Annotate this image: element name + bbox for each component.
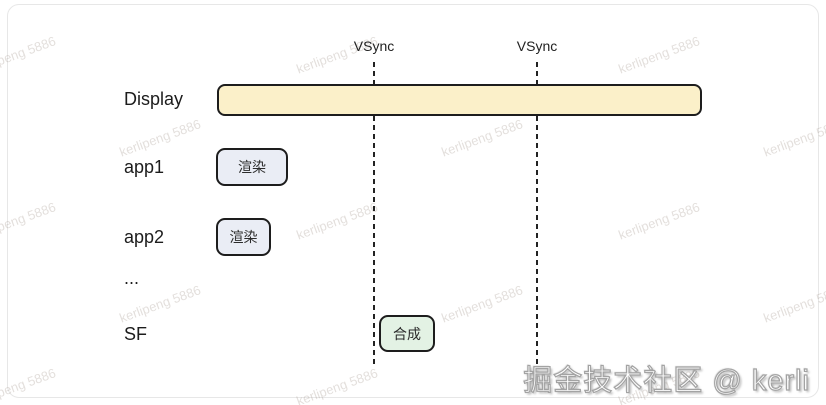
- row-label-display: Display: [124, 89, 184, 109]
- vsync-line-2: [536, 62, 538, 368]
- vsync-label-1: VSync: [353, 38, 395, 54]
- row-label-ellipsis: ...: [124, 268, 140, 288]
- vsync-label-2: VSync: [516, 38, 558, 54]
- row-label-app2: app2: [124, 227, 165, 247]
- vsync-line-1: [373, 62, 375, 368]
- display-frame-bar: [217, 84, 702, 116]
- sf-compose-box: 合成: [379, 315, 435, 352]
- app2-render-box: 渲染: [216, 218, 271, 256]
- app1-render-box: 渲染: [216, 148, 288, 186]
- credit-watermark: 掘金技术社区 @ kerli: [523, 364, 810, 397]
- row-label-sf: SF: [124, 324, 148, 344]
- row-label-app1: app1: [124, 157, 165, 177]
